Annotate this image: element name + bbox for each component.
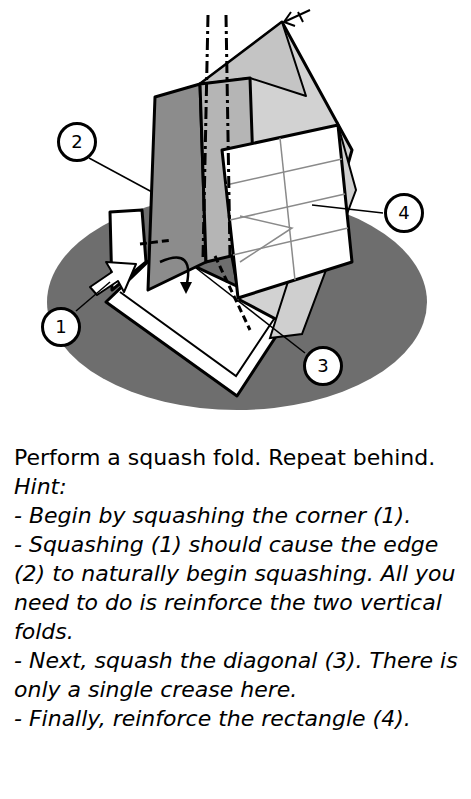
push-arrow: [90, 262, 136, 295]
callout-circle: 2: [57, 122, 97, 162]
hint-text: Hint:: [14, 472, 466, 501]
grid-lines: [226, 138, 348, 280]
callout-number: 4: [398, 204, 409, 222]
hint-text: - Begin by squashing the corner (1).: [14, 501, 466, 530]
valley-creases: [140, 240, 250, 330]
edge-panel: [148, 84, 206, 290]
callout-circle: 1: [41, 307, 81, 347]
mountain-creases: [203, 15, 230, 258]
repeat-behind-symbol: [284, 10, 310, 26]
callout-number: 3: [317, 357, 328, 375]
rectangle-panel: [222, 125, 352, 298]
hint-text: - Next, squash the diagonal (3). There i…: [14, 646, 466, 704]
arrow-head: [180, 282, 192, 294]
back-layer: [200, 22, 352, 332]
instruction-text: Perform a squash fold. Repeat behind.: [14, 443, 466, 472]
instruction-text: Perform a squash fold. Repeat behind.Hin…: [14, 443, 466, 733]
leader-lines: [76, 158, 383, 353]
hint-text: - Squashing (1) should cause the edge (2…: [14, 530, 466, 646]
callout-circle: 4: [384, 193, 424, 233]
callout-circle: 3: [303, 346, 343, 386]
callout-number: 2: [71, 133, 82, 151]
hint-text: - Finally, reinforce the rectangle (4).: [14, 704, 466, 733]
callout-number: 1: [55, 318, 66, 336]
